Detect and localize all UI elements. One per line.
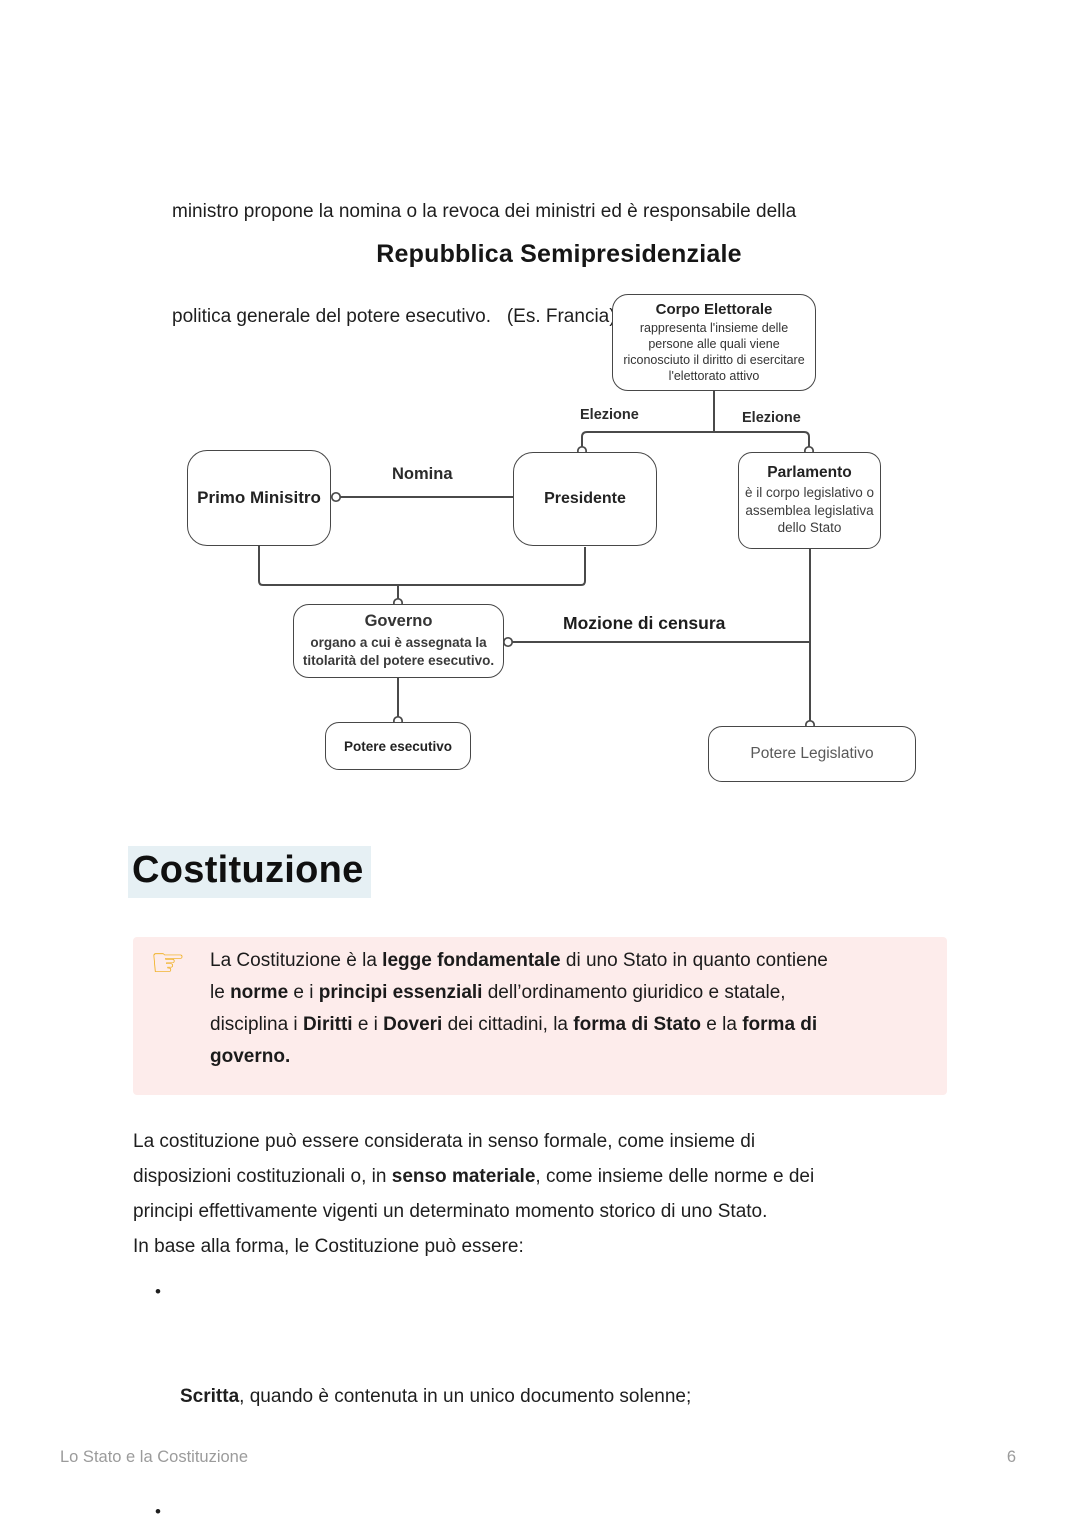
intro-line: politica generale del potere esecutivo. … (172, 306, 616, 327)
node-corpo-elettorale: Corpo Elettorale rappresenta l'insieme d… (612, 294, 816, 391)
node-primo-ministro: Primo Minisitro (187, 450, 331, 546)
section-heading-text: Costituzione (128, 846, 371, 898)
section-heading: Costituzione (128, 846, 371, 898)
node-title: Governo (364, 612, 433, 631)
list-item: • Scritta, quando è contenuta in un unic… (133, 1274, 963, 1484)
node-governo: Governo organo a cui è assegnata la tito… (293, 604, 504, 678)
node-title: Primo Minisitro (197, 488, 321, 507)
bullet-list: • Scritta, quando è contenuta in un unic… (133, 1274, 963, 1528)
edge-label-mozione-di-censura: Mozione di censura (563, 613, 726, 633)
node-title: Parlamento (767, 463, 852, 481)
list-item: • Non scritta, quando risulta da un comp… (133, 1494, 963, 1528)
bullet-icon: • (155, 1282, 161, 1301)
node-description: rappresenta l'insieme delle persone alle… (623, 321, 805, 383)
node-title: Potere Legislativo (750, 745, 874, 762)
diagram-title: Repubblica Semipresidenziale (376, 240, 742, 268)
node-description: organo a cui è assegnata la titolarità d… (302, 635, 495, 668)
connector-dot (330, 491, 342, 503)
connector-dot (502, 636, 514, 648)
list-item-text: Scritta, quando è contenuta in un unico … (180, 1386, 692, 1407)
node-title: Corpo Elettorale (655, 301, 773, 318)
callout-box: ☞ La Costituzione è la legge fondamental… (133, 937, 947, 1095)
edge-election-split (581, 431, 810, 450)
body-paragraph: La costituzione può essere considerata i… (133, 1131, 815, 1222)
node-description: è il corpo legislativo o assemblea legis… (744, 484, 875, 536)
intro-paragraph: ministro propone la nomina o la revoca d… (172, 124, 932, 404)
node-potere-esecutivo: Potere esecutivo (325, 722, 471, 770)
edge-label-elezione-left: Elezione (580, 407, 639, 423)
intro-line: ministro propone la nomina o la revoca d… (172, 201, 797, 222)
footer-document-title: Lo Stato e la Costituzione (60, 1448, 249, 1466)
pointing-right-icon: ☞ (150, 941, 186, 985)
node-parlamento: Parlamento è il corpo legislativo o asse… (738, 452, 881, 549)
node-potere-legislativo: Potere Legislativo (708, 726, 916, 782)
node-title: Potere esecutivo (343, 738, 453, 754)
bullet-icon: • (155, 1502, 161, 1521)
node-title: Presidente (544, 490, 626, 507)
body-paragraph: In base alla forma, le Costituzione può … (133, 1236, 524, 1257)
edge-label-nomina: Nomina (392, 465, 453, 483)
edge-join-governo (258, 546, 586, 586)
node-presidente: Presidente (513, 452, 657, 546)
footer-page-number: 6 (1006, 1448, 1016, 1466)
edge-label-elezione-right: Elezione (742, 410, 801, 426)
callout-text: La Costituzione è la legge fondamentale … (210, 950, 828, 1067)
